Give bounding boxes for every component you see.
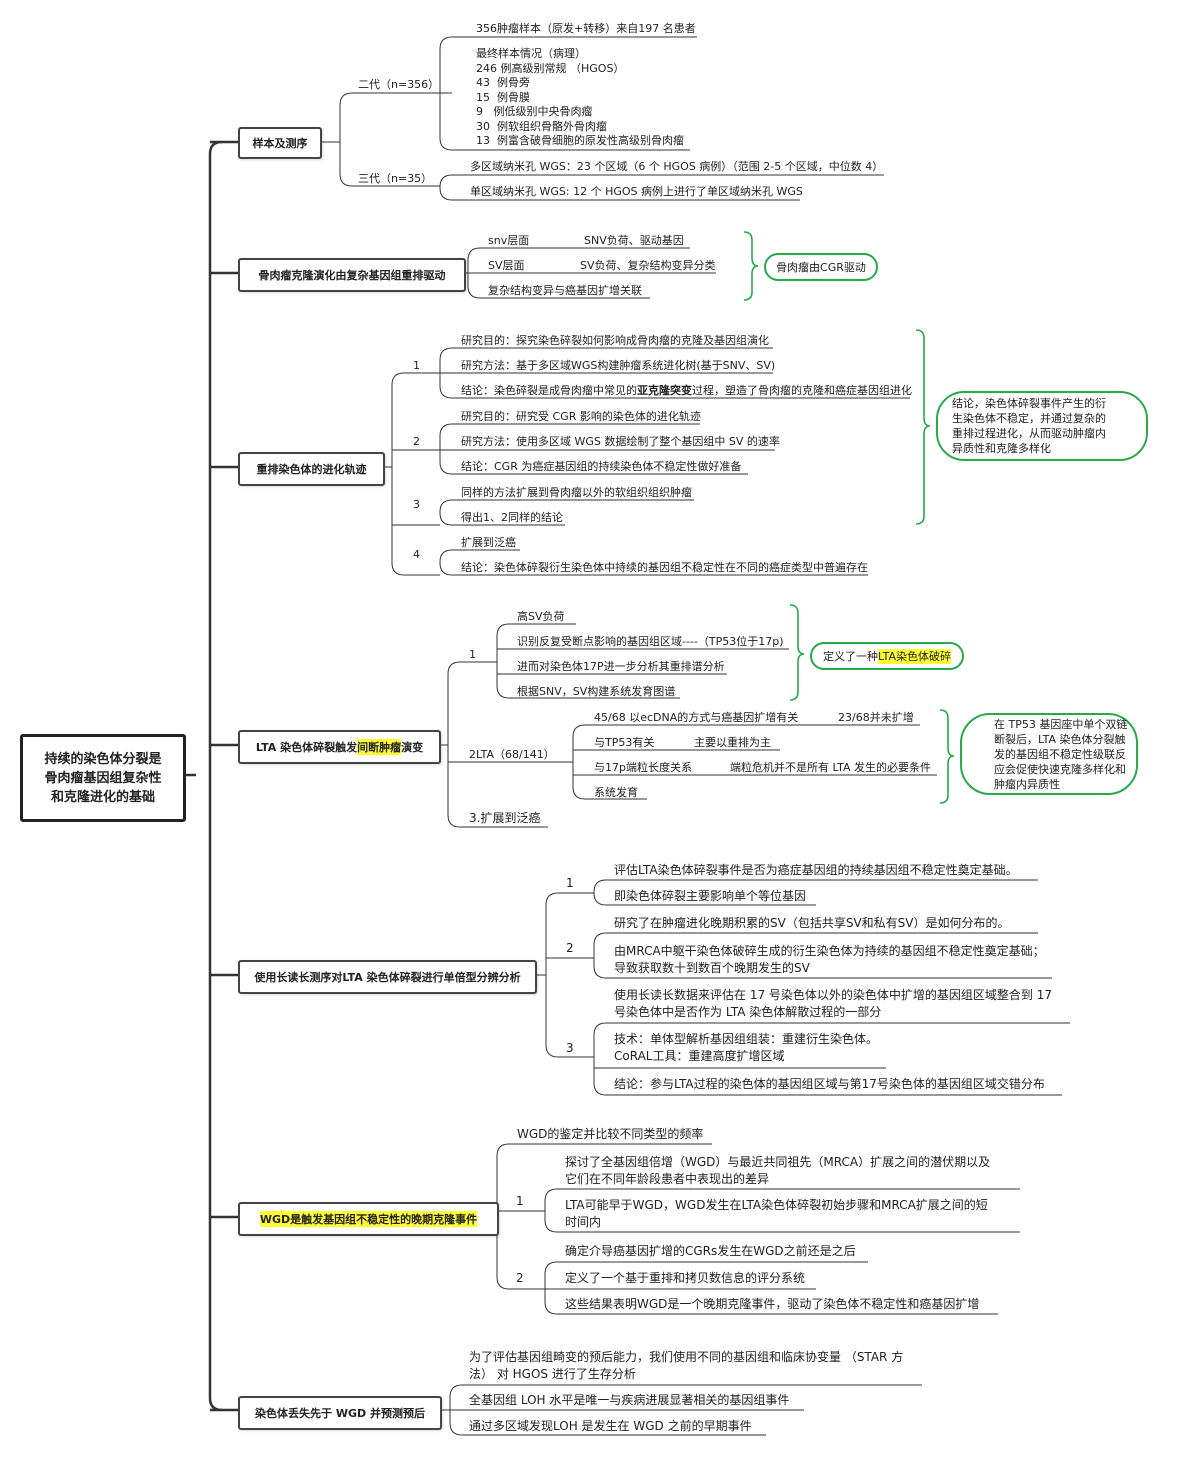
node-number-1: 1 <box>469 648 476 661</box>
node-survival-analysis[interactable]: 为了评估基因组畸变的预后能力，我们使用不同的基因组和临床协变量 （STAR 方 … <box>469 1350 904 1381</box>
node-high-sv-burden[interactable]: 高SV负荷 <box>517 610 565 623</box>
node-telomere-crisis[interactable]: 端粒危机并不是所有 LTA 发生的必要条件 <box>730 761 931 774</box>
node-mrca-derivative[interactable]: 由MRCA中躯干染色体破碎生成的衍生染色体为持续的基因组不稳定性奠定基础； 导致… <box>614 944 1045 975</box>
node-b3-method-2[interactable]: 研究方法：使用多区域 WGS 数据绘制了整个基因组中 SV 的速率 <box>461 435 780 448</box>
node-number-2: 2 <box>413 435 420 448</box>
text-part: 结论：染色碎裂是成骨肉瘤中常见的 <box>461 384 637 397</box>
node-b6-conclusion[interactable]: 这些结果表明WGD是一个晚期克隆事件，驱动了染色体不稳定性和癌基因扩增 <box>565 1297 980 1311</box>
node-gen2-pathology[interactable]: 最终样本情况（病理） 246 例高级别常规 （HGOS） 43 例骨旁 15 例… <box>476 47 684 147</box>
node-wgd-frequency[interactable]: WGD的鉴定并比较不同类型的频率 <box>517 1127 704 1141</box>
node-snv-level[interactable]: snv层面 <box>488 234 530 247</box>
node-complex-sv-amplification[interactable]: 复杂结构变异与癌基因扩增关联 <box>488 284 642 297</box>
node-late-sv-distribution[interactable]: 研究了在肿瘤进化晚期积累的SV（包括共享SV和私有SV）是如何分布的。 <box>614 916 1010 930</box>
conclusion-tp53-cascade[interactable]: 在 TP53 基因座中单个双链 断裂后，LTA 染色体分裂触 发的基因组不稳定性… <box>960 713 1138 795</box>
node-sv-level[interactable]: SV层面 <box>488 259 525 272</box>
node-b3-aim-2[interactable]: 研究目的：研究受 CGR 影响的染色体的进化轨迹 <box>461 410 701 423</box>
node-b3-conclusion-1[interactable]: 结论：染色碎裂是成骨肉瘤中常见的亚克隆突变过程，塑造了骨肉瘤的克隆和癌症基因组进… <box>461 383 912 398</box>
node-b3-same-conclusion[interactable]: 得出1、2同样的结论 <box>461 511 563 524</box>
node-sv-detail[interactable]: SV负荷、复杂结构变异分类 <box>580 259 716 272</box>
title-part: LTA 染色体碎裂触发 <box>255 741 358 754</box>
node-techniques[interactable]: 技术：单体型解析基因组组装：重建衍生染色体。 CoRAL工具：重建高度扩增区域 <box>614 1032 879 1063</box>
node-lta-before-wgd[interactable]: LTA可能早于WGD，WGD发生在LTA染色体碎裂初始步骤和MRCA扩展之间的短… <box>565 1198 988 1229</box>
node-b3-pan-cancer[interactable]: 扩展到泛癌 <box>461 536 516 549</box>
branch-rearranged-chromosome-trajectory[interactable]: 重排染色体的进化轨迹 <box>238 452 385 486</box>
node-pan-cancer[interactable]: 3.扩展到泛癌 <box>469 811 541 825</box>
node-number-1: 1 <box>413 359 420 372</box>
branch-long-read-haplotype[interactable]: 使用长读长测序对LTA 染色体碎裂进行单倍型分辨分析 <box>238 960 537 994</box>
branch-lta-chromothripsis[interactable]: LTA 染色体碎裂触发间断肿瘤演变 <box>238 730 441 764</box>
node-b3-extend-soft-tissue[interactable]: 同样的方法扩展到骨肉瘤以外的软组织组织肿瘤 <box>461 486 692 499</box>
node-gen3-multi-region[interactable]: 多区域纳米孔 WGS：23 个区域（6 个 HGOS 病例）（范围 2-5 个区… <box>470 160 884 173</box>
node-b3-aim-1[interactable]: 研究目的：探究染色碎裂如何影响成骨肉瘤的克隆及基因组演化 <box>461 334 769 347</box>
node-phylogenetics[interactable]: 系统发育 <box>594 786 638 799</box>
node-phylogeny[interactable]: 根据SNV，SV构建系统发育图谱 <box>517 685 676 698</box>
node-snv-detail[interactable]: SNV负荷、驱动基因 <box>584 234 684 247</box>
root-line-1: 持续的染色体分裂是 <box>44 751 162 767</box>
node-ecdna-amplification[interactable]: 45/68 以ecDNA的方式与癌基因扩增有关 <box>594 711 799 724</box>
node-number-1: 1 <box>516 1194 524 1208</box>
text-part: 定义了一种 <box>822 649 878 663</box>
node-number-2: 2 <box>516 1271 524 1285</box>
node-gen3-single-region[interactable]: 单区域纳米孔 WGS: 12 个 HGOS 病例上进行了单区域纳米孔 WGS <box>470 185 803 198</box>
root-line-2: 骨肉瘤基因组复杂性 <box>44 770 162 786</box>
root-line-3: 和克隆进化的基础 <box>50 789 155 805</box>
branch-clonal-evolution[interactable]: 骨肉瘤克隆演化由复杂基因组重排驱动 <box>238 258 466 292</box>
node-rearrangement-mainly[interactable]: 主要以重排为主 <box>694 736 771 749</box>
branch-chromosome-loss[interactable]: 染色体丢失先于 WGD 并预测预后 <box>238 1396 442 1430</box>
node-chr17p-analysis[interactable]: 进而对染色体17P进一步分析其重排谱分析 <box>517 660 725 673</box>
text-bold-subclonal: 亚克隆突变 <box>637 384 692 397</box>
node-scoring-system[interactable]: 定义了一个基于重排和拷贝数信息的评分系统 <box>565 1271 806 1285</box>
node-number-2: 2 <box>566 941 574 955</box>
node-lta-foundation[interactable]: 评估LTA染色体碎裂事件是否为癌症基因组的持续基因组不稳定性奠定基础。 <box>614 863 1018 877</box>
node-not-amplified[interactable]: 23/68并未扩增 <box>838 711 914 724</box>
node-loh-early-event[interactable]: 通过多区域发现LOH 是发生在 WGD 之前的早期事件 <box>469 1419 752 1433</box>
node-gen2-samples[interactable]: 356肿瘤样本（原发+转移）来自197 名患者 <box>476 22 696 35</box>
node-b5-conclusion[interactable]: 结论：参与LTA过程的染色体的基因组区域与第17号染色体的基因组区域交错分布 <box>614 1077 1045 1091</box>
node-number-4: 4 <box>413 548 420 561</box>
node-gen2[interactable]: 二代（n=356） <box>358 78 440 91</box>
node-single-allele[interactable]: 即染色体碎裂主要影响单个等位基因 <box>614 889 807 903</box>
node-telomere-length[interactable]: 与17p端粒长度关系 <box>594 761 692 774</box>
branch-samples-sequencing[interactable]: 样本及测序 <box>238 127 322 159</box>
text-part: 过程，塑造了骨肉瘤的克隆和癌症基因组进化 <box>692 384 912 397</box>
node-b3-method-1[interactable]: 研究方法：基于多区域WGS构建肿瘤系统进化树(基于SNV、SV) <box>461 359 776 372</box>
node-gen3[interactable]: 三代（n=35） <box>358 172 433 185</box>
text-highlight: LTA染色体破碎 <box>877 648 951 664</box>
conclusion-cgr-driven[interactable]: 骨肉瘤由CGR驱动 <box>764 253 878 281</box>
node-number-3: 3 <box>566 1041 574 1055</box>
node-b3-conclusion-4[interactable]: 结论：染色体碎裂衍生染色体中持续的基因组不稳定性在不同的癌症类型中普遍存在 <box>461 561 868 574</box>
branch-wgd-late-event[interactable]: WGD是触发基因组不稳定性的晚期克隆事件 <box>238 1202 499 1236</box>
node-long-read-assessment[interactable]: 使用长读长数据来评估在 17 号染色体以外的染色体中扩增的基因组区域整合到 17… <box>614 988 1052 1019</box>
node-tp53-related[interactable]: 与TP53有关 <box>594 736 655 749</box>
root-topic[interactable]: 持续的染色体分裂是 骨肉瘤基因组复杂性 和克隆进化的基础 <box>20 734 186 822</box>
title-part: 演变 <box>401 741 424 754</box>
title-highlight: WGD是触发基因组不稳定性的晚期克隆事件 <box>259 1211 478 1227</box>
conclusion-chromothripsis-instability[interactable]: 结论，染色体碎裂事件产生的衍 生染色体不稳定，并通过复杂的 重排过程进化，从而驱… <box>936 391 1148 461</box>
node-loh-progression[interactable]: 全基因组 LOH 水平是唯一与疾病进展显著相关的基因组事件 <box>469 1393 790 1407</box>
node-2lta[interactable]: 2LTA（68/141） <box>469 748 555 761</box>
node-number-3: 3 <box>413 498 420 511</box>
node-recurrent-breakpoints[interactable]: 识别反复受断点影响的基因组区域----（TP53位于17p) <box>517 635 784 648</box>
node-wgd-mrca-latency[interactable]: 探讨了全基因组倍增（WGD）与最近共同祖先（MRCA）扩展之间的潜伏期以及 它们… <box>565 1155 991 1186</box>
node-cgr-timing[interactable]: 确定介导癌基因扩增的CGRs发生在WGD之前还是之后 <box>565 1244 856 1258</box>
title-highlight: 间断肿瘤 <box>357 739 402 755</box>
node-b3-conclusion-2[interactable]: 结论：CGR 为癌症基因组的持续染色体不稳定性做好准备 <box>461 460 742 473</box>
node-number-1: 1 <box>566 876 574 890</box>
